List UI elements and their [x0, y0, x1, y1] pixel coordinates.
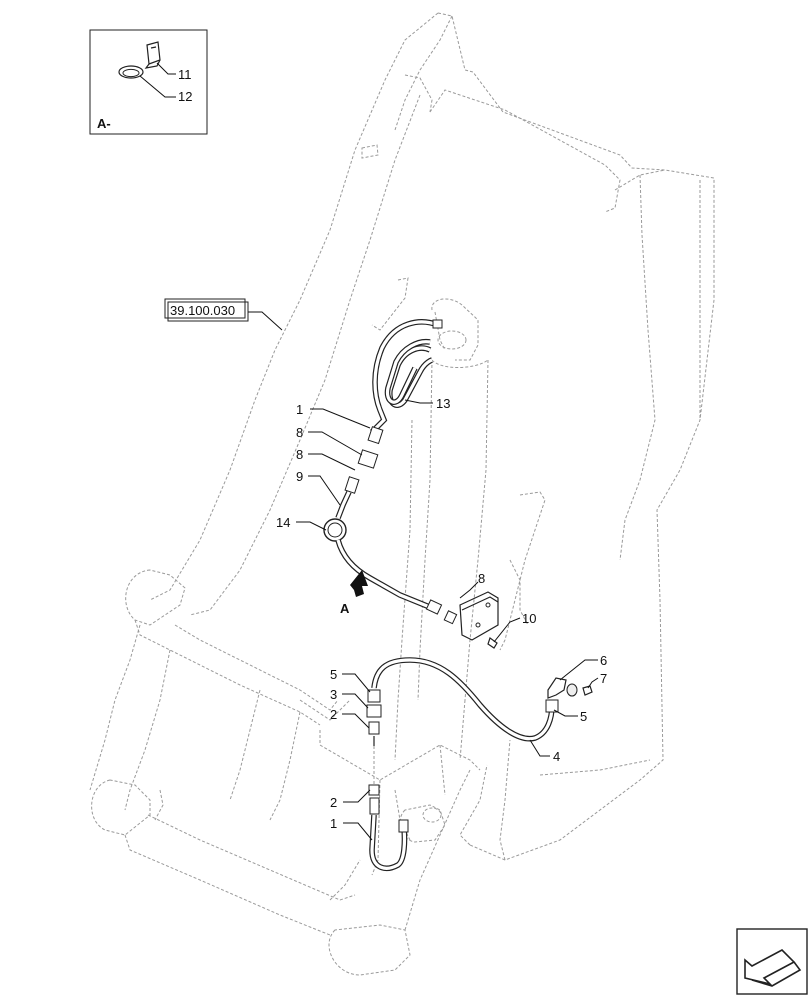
- callout-8-a: 8: [296, 425, 303, 440]
- loader-arm-frame: [89, 12, 715, 976]
- callout-4: 4: [553, 749, 560, 764]
- callout-13: 13: [436, 396, 450, 411]
- reference-code[interactable]: 39.100.030: [170, 303, 235, 318]
- previous-page-arrow-icon[interactable]: [736, 928, 808, 995]
- callout-7: 7: [600, 671, 607, 686]
- inset-view-label: A-: [97, 116, 111, 131]
- callout-5-right: 5: [580, 709, 587, 724]
- hose-assembly-lower: [366, 657, 593, 871]
- callout-5-left: 5: [330, 667, 337, 682]
- hose-assembly-upper: [323, 319, 499, 649]
- callout-12: 12: [178, 89, 192, 104]
- detail-view-inset: 11 12 A-: [89, 29, 208, 135]
- callout-6: 6: [600, 653, 607, 668]
- reference-code-box[interactable]: 39.100.030: [164, 298, 283, 331]
- callout-11: 11: [178, 67, 192, 82]
- callout-8-c: 8: [478, 571, 485, 586]
- callout-labels: 1 8 8 9 14 13 8 10 6 7 5 4 5 3 2 2 1: [276, 396, 607, 841]
- callout-10: 10: [522, 611, 536, 626]
- ring-part: [118, 65, 144, 79]
- callout-8-b: 8: [296, 447, 303, 462]
- clip-part: [144, 41, 161, 69]
- callout-3: 3: [330, 687, 337, 702]
- hydraulic-cylinder: [394, 298, 489, 843]
- callout-2-top: 2: [330, 707, 337, 722]
- callout-2-bottom: 2: [330, 795, 337, 810]
- callout-9: 9: [296, 469, 303, 484]
- callout-14: 14: [276, 515, 290, 530]
- callout-1-top: 1: [296, 402, 303, 417]
- callout-1-bottom: 1: [330, 816, 337, 831]
- view-arrow-a: A: [340, 570, 368, 616]
- view-marker-label: A: [340, 601, 350, 616]
